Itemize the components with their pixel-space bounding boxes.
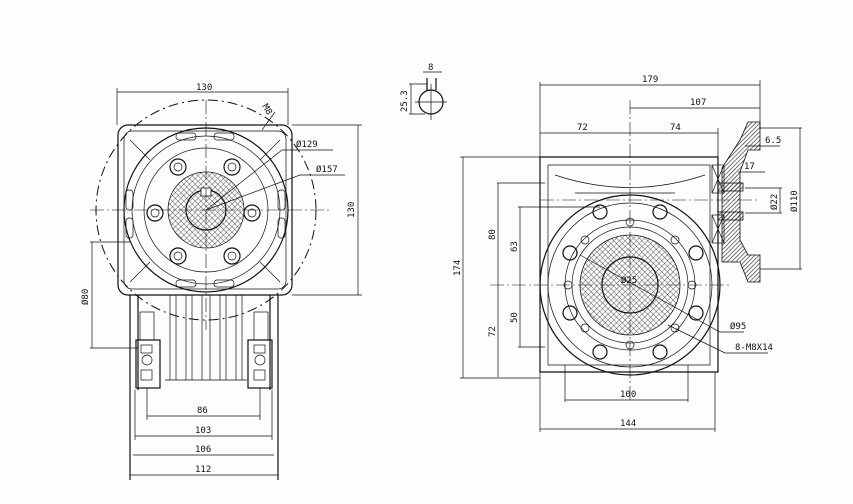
dim-179: 179	[642, 75, 658, 85]
dim-144: 144	[620, 419, 636, 429]
dim-100: 100	[620, 390, 636, 400]
fins	[165, 295, 247, 381]
dim-dia-110: Ø110	[789, 190, 800, 212]
front-view: 130 130 Ø129 Ø157 M8 Ø80 86 103 106 112	[80, 83, 362, 480]
side-view: 179 107 72 74 6.5 17 Ø22 Ø110 174 80 72 …	[453, 75, 802, 432]
label-dia-129: Ø129	[296, 139, 318, 150]
dim-72-left: 72	[488, 326, 498, 337]
dim-112: 112	[195, 465, 211, 475]
dim-height-130: 130	[347, 202, 357, 218]
dim-74: 74	[670, 123, 681, 133]
label-bolts: 8-M8X14	[735, 343, 773, 353]
dim-72-top: 72	[577, 123, 588, 133]
dim-dia-80: Ø80	[80, 289, 91, 305]
dim-80: 80	[488, 229, 498, 240]
side-bolt-holes	[562, 204, 704, 360]
label-bore-dia: Ø25	[621, 275, 637, 286]
dim-86: 86	[197, 406, 208, 416]
housing-slots	[125, 132, 286, 288]
dim-174: 174	[453, 260, 463, 276]
dim-17: 17	[744, 162, 755, 172]
dim-63: 63	[510, 241, 520, 252]
foot-right	[247, 339, 273, 389]
side-housing	[539, 156, 719, 373]
bolt-holes	[146, 158, 261, 265]
dim-key-height: 25.3	[400, 90, 410, 112]
dim-key-width: 8	[428, 63, 433, 73]
dim-107: 107	[690, 98, 706, 108]
label-thread: M8	[259, 103, 273, 117]
foot-left	[135, 339, 161, 389]
dim-dia-22: Ø22	[769, 194, 780, 210]
dim-width-130: 130	[196, 83, 212, 93]
dim-6-5: 6.5	[765, 136, 781, 146]
dim-106: 106	[195, 445, 211, 455]
dim-103: 103	[195, 426, 211, 436]
label-dia-95: Ø95	[730, 321, 746, 332]
input-flange	[721, 121, 761, 283]
key-detail: 8 25.3	[400, 63, 447, 120]
dim-50: 50	[510, 312, 520, 323]
label-dia-157: Ø157	[316, 164, 338, 175]
